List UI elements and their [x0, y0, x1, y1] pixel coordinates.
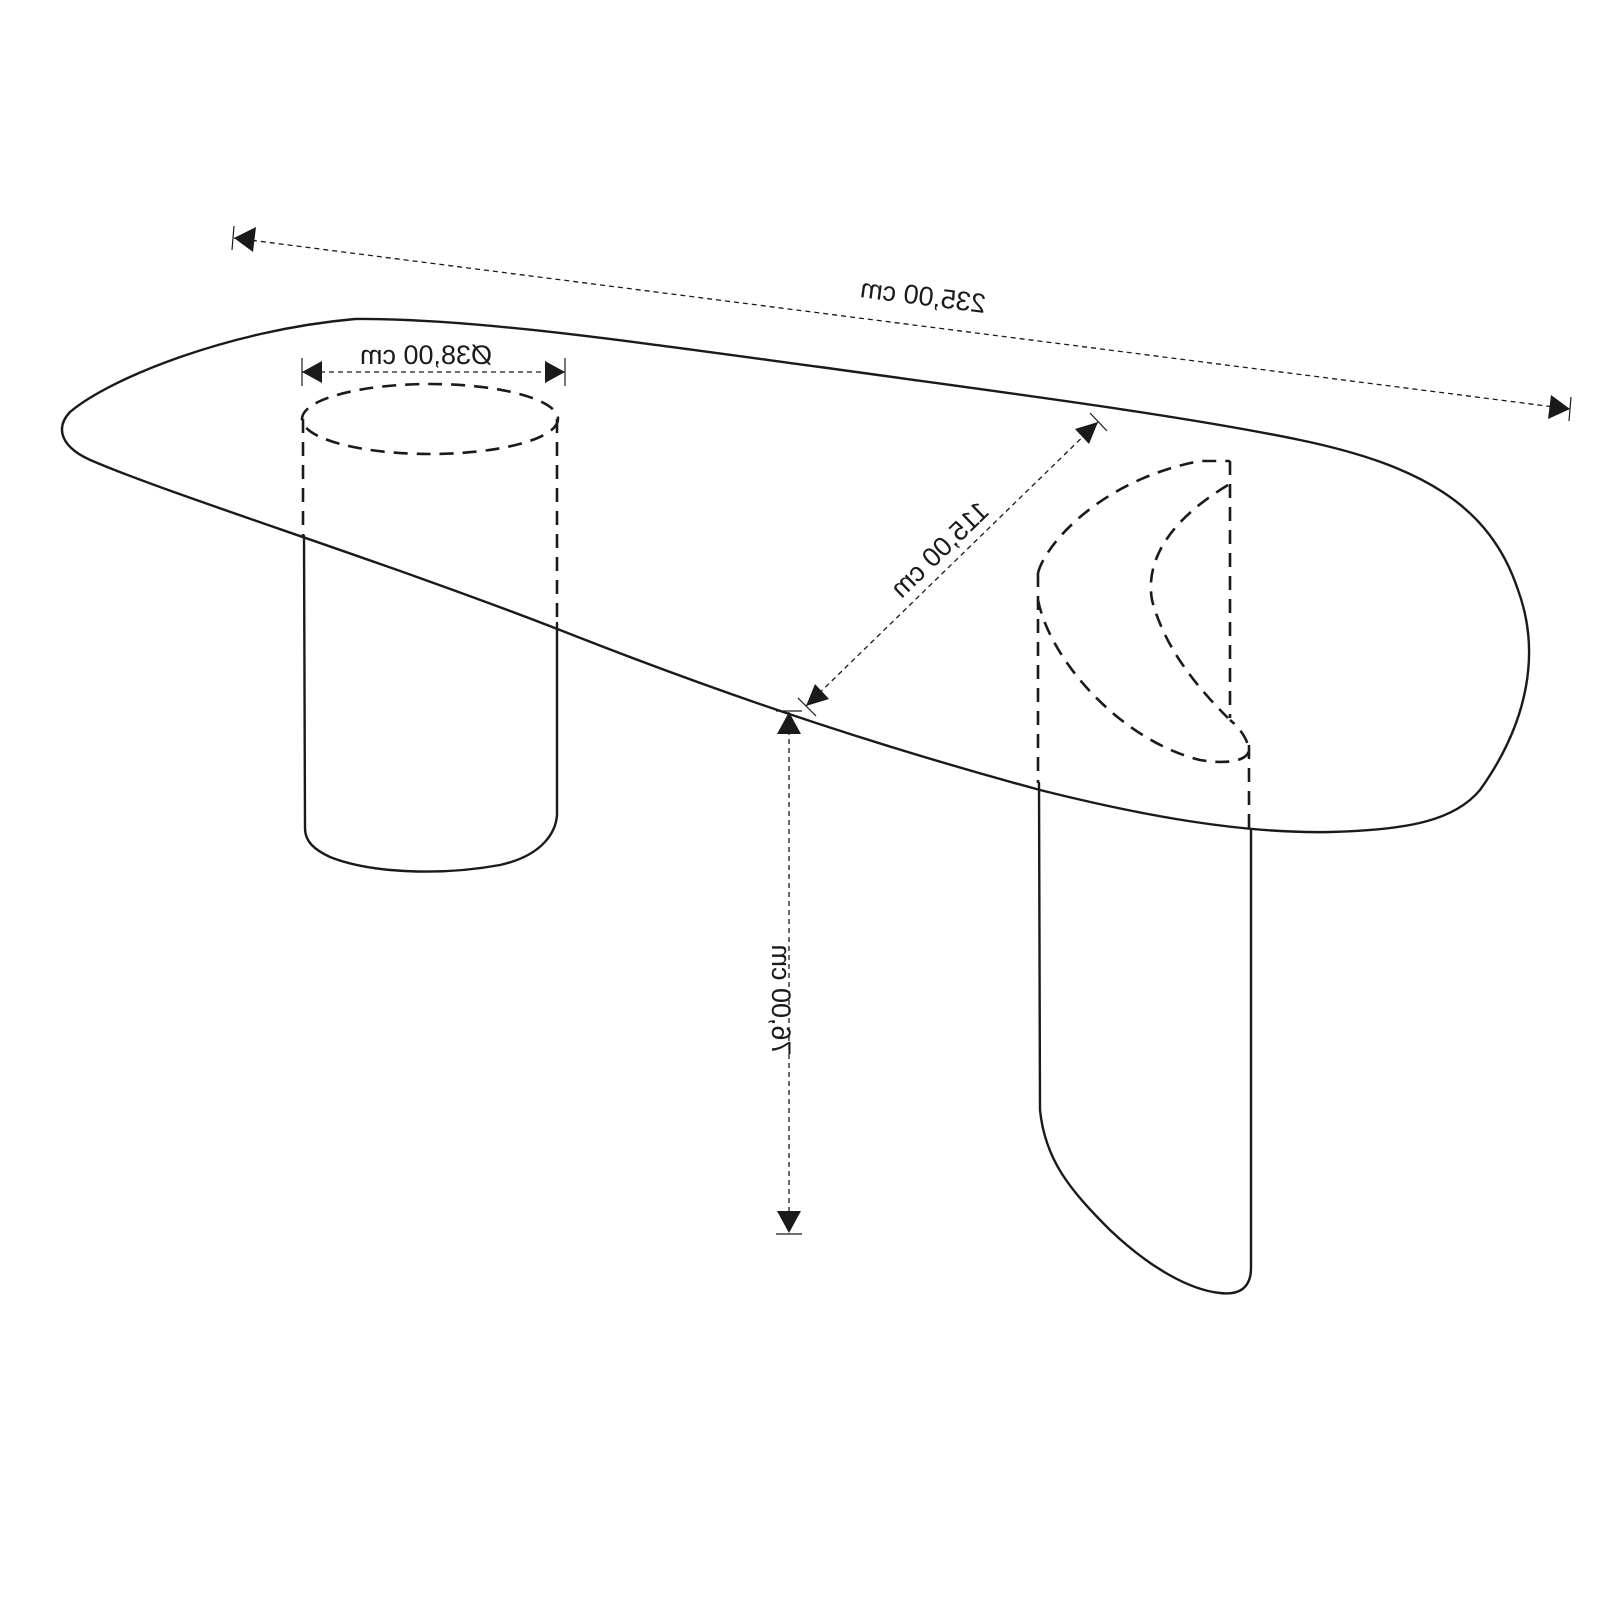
length-dimension: 235,00 cm — [231, 225, 1572, 422]
depth-extension-bottom — [797, 697, 817, 717]
leg-diameter-dimension: Ø38,00 cm — [301, 340, 566, 386]
right-leg-hidden-top-front — [1036, 459, 1230, 574]
depth-extension-top — [1089, 412, 1108, 432]
height-arrow-bottom — [777, 1211, 801, 1233]
table-top-outline — [60, 317, 1531, 834]
diameter-label: Ø38,00 cm — [360, 340, 492, 370]
length-arrow-left — [234, 227, 256, 252]
depth-dimension-line — [805, 421, 1099, 707]
height-arrow-top — [777, 712, 801, 734]
height-dimension: 76,00 cm — [766, 710, 802, 1235]
right-leg-hidden-inner-curve — [1149, 483, 1229, 719]
length-arrow-right — [1548, 395, 1570, 419]
left-leg-outline — [302, 534, 559, 873]
right-leg-hidden-top-back — [1036, 599, 1251, 764]
length-extension-left — [231, 225, 235, 251]
depth-label: 115,00 cm — [885, 496, 995, 604]
diameter-arrow-right — [545, 361, 565, 383]
diameter-arrow-left — [302, 361, 322, 383]
depth-arrow-top — [1075, 422, 1098, 444]
left-leg-hidden-top — [300, 382, 560, 456]
depth-arrow-bottom — [806, 684, 829, 706]
length-label: 235,00 cm — [859, 273, 988, 319]
height-label: 76,00 cm — [766, 944, 796, 1055]
right-leg-outline — [1037, 781, 1253, 1295]
depth-dimension: 115,00 cm — [797, 412, 1108, 717]
